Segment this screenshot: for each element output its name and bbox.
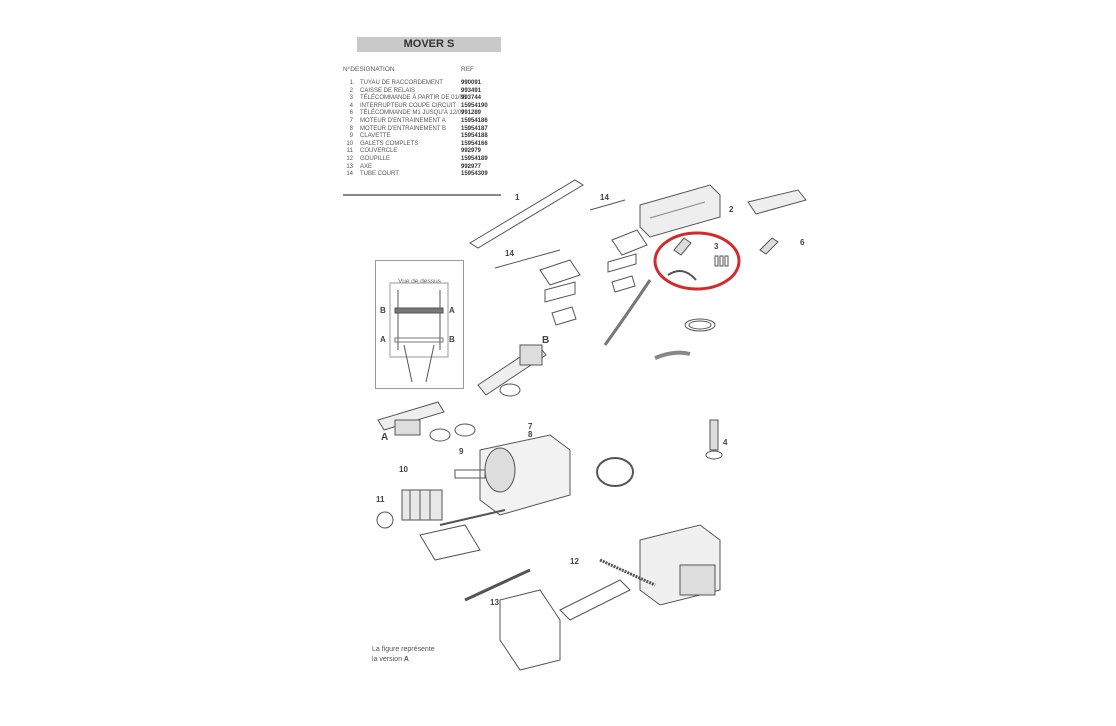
part-number: 1 [349,80,353,86]
callout-13: 13 [490,598,499,607]
drive-motor-b [477,344,547,397]
part-designation: COUVERCLE [360,148,398,155]
part-number: 10 [346,140,353,147]
table-row: 4 INTERRUPTEUR COUPE CIRCUIT 15954190 [343,103,503,111]
header-designation: N°DESIGNATION [343,66,395,73]
callout-12: 12 [570,557,579,566]
callout-14b: 14 [505,249,514,258]
table-row: 8 MOTEUR D'ENTRAINEMENT B 15954187 [343,126,503,134]
table-row: 11 COUVERCLE 992979 [343,148,503,156]
part-designation: GALETS COMPLETS [360,140,419,147]
cables [596,279,716,487]
table-row: 9 CLAVETTE 15954188 [343,133,503,141]
tv-label: B [449,335,455,344]
part-ref: 992979 [461,148,482,155]
part-designation: GOUPILLE [360,155,391,162]
part-ref: 993491 [461,87,482,94]
callout-1: 1 [515,193,520,202]
part-ref: 15954187 [461,125,488,132]
part-designation: TUBE COURT [360,171,399,178]
callout-4: 4 [723,438,728,447]
part-ref: 993744 [461,95,482,102]
callout-11: 11 [376,495,385,504]
part-ref: 15954186 [461,117,488,124]
callout-14: 14 [600,193,609,202]
table-row: 12 GOUPILLE 15954189 [343,156,503,164]
part-number: 4 [349,102,353,109]
part-number: 11 [346,148,353,155]
motor-7-8 [454,434,571,516]
table-row: 7 MOTEUR D'ENTRAINEMENT A 15954186 [343,118,503,126]
part-number: 2 [349,87,353,94]
remote-6 [747,189,807,255]
part-designation: CAISSE DE RELAIS [360,87,416,94]
part-number: 3 [349,95,353,102]
part-designation: CLAVETTE [360,133,391,140]
part-number: 7 [349,117,353,124]
part-number: 8 [349,125,353,132]
callout-2: 2 [729,205,734,214]
spring-pins [439,509,656,602]
note-line1: La figure représente [372,646,435,653]
part-number: 12 [346,155,353,162]
part-number: 13 [346,163,353,170]
table-row: 13 AXE 992977 [343,164,503,172]
part-designation: TÉLÉCOMMANDE M1 JUSQU'À 12/07 [360,110,465,117]
callout-9: 9 [459,447,464,456]
tv-label: A [380,335,386,344]
top-view-drawing [389,282,449,383]
relay-box-2 [639,184,721,238]
part-ref: 15954190 [461,102,488,109]
brackets [494,199,648,326]
header-ref: REF [461,66,474,73]
version-note: La figure représente la version A [372,645,435,665]
callout-b: B [542,335,550,346]
rollers-10 [376,489,443,529]
part-ref: 15954166 [461,140,488,147]
cover-box [639,524,721,606]
part-designation: INTERRUPTEUR COUPE CIRCUIT [360,102,457,109]
part-designation: TÉLÉCOMMANDE À PARTIR DE 01/08 [360,95,467,102]
top-view-caption: Vue de dessus [398,278,441,285]
switch-4 [705,419,723,460]
part-ref: 992977 [461,163,482,170]
table-row: 10 GALETS COMPLETS 15954166 [343,141,503,149]
callout-a: A [381,432,389,443]
parts-table: 1 TUYAU DE RACCORDEMENT 990091 2 CAISSE DE R… [343,80,503,179]
tv-label: B [380,306,386,315]
plates [419,524,631,671]
part-ref: 990091 [461,80,482,86]
note-line2: la version [372,656,402,663]
diagram-title: MOVER S [357,37,501,52]
tv-label: A [449,306,455,315]
drive-motor-a [377,401,476,442]
remote-3 [667,237,729,281]
table-row: 2 CAISSE DE RELAIS 993491 [343,88,503,96]
part-designation: MOTEUR D'ENTRAINEMENT B [360,125,447,132]
top-view-inset: Vue de dessus B A A B [375,260,464,389]
highlight-circle [653,231,741,291]
part-designation: MOTEUR D'ENTRAINEMENT A [360,117,446,124]
callout-6: 6 [800,238,805,247]
part-ref: 991289 [461,110,482,117]
table-row: 1 TUYAU DE RACCORDEMENT 990091 [343,80,503,88]
callout-10: 10 [399,465,408,474]
part-designation: AXE [360,163,373,170]
callout-7: 7 [528,422,533,431]
part-ref: 15954309 [461,171,488,178]
note-version: A [403,656,409,663]
part-ref: 15954189 [461,155,488,162]
callout-8: 8 [528,430,533,439]
table-row: 14 TUBE COURT 15954309 [343,171,503,179]
part-ref: 15954188 [461,133,488,140]
part-number: 6 [349,110,353,117]
part-designation: TUYAU DE RACCORDEMENT [360,80,443,86]
part-number: 9 [349,133,353,140]
callout-3: 3 [714,242,719,251]
table-rule [343,194,501,196]
tube-1 [469,179,584,249]
part-number: 14 [346,171,353,178]
